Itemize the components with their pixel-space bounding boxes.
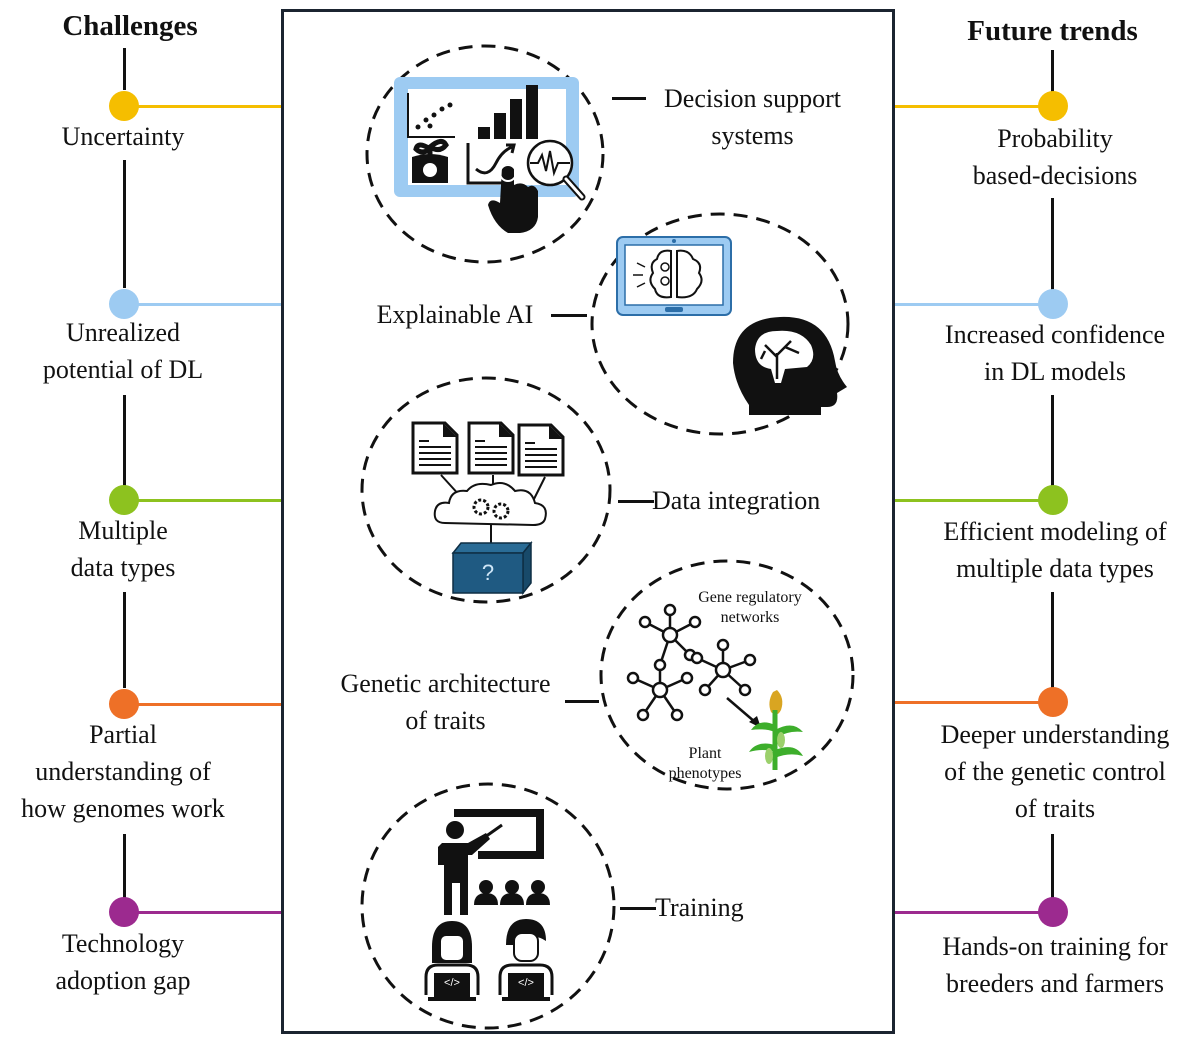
decision-support-label: Decision support systems [664,84,841,150]
right-connector-line [895,499,1053,502]
trend-label: Efficient modeling of multiple data type… [943,517,1167,583]
laptop-code-symbol: </> [444,977,460,989]
decision-support-circle [365,44,605,264]
document-icon [517,423,565,477]
document-icon [467,421,515,475]
solutions-panel [281,9,895,1034]
left-timeline-segment [123,834,126,899]
dashed-circle [590,212,850,436]
genetic-architecture-label: Genetic architecture of traits [340,669,551,735]
dashed-circle [360,782,616,1030]
challenges-heading: Challenges [62,10,198,42]
trend-marker-dot [1038,485,1068,515]
genetic-architecture-connector [565,700,599,703]
explainable-ai-circle [590,212,850,436]
plant-phenotypes-label: Plant phenotypes [668,745,742,782]
trend-label: Hands-on training for breeders and farme… [942,932,1168,998]
right-connector-line [895,911,1053,914]
trend-marker-dot [1038,687,1068,717]
trend-label: Deeper understanding of the genetic cont… [940,720,1170,823]
explainable-ai-brain-icon [616,236,847,415]
data-integration-connector [618,500,654,503]
data-integration-label: Data integration [652,486,821,515]
decision-support-dashboard-icon [394,77,586,233]
challenge-label: Multiple data types [70,516,176,582]
left-timeline-segment [123,592,126,688]
training-label: Training [655,893,744,922]
left-connector-line [124,499,282,502]
trend-marker-dot [1038,289,1068,319]
genetic-architecture-circle [599,559,855,791]
trend-label: Increased confidence in DL models [944,320,1166,386]
trend-label: Probability based-decisions [972,124,1138,190]
trend-marker-dot [1038,897,1068,927]
left-connector-line [124,703,282,706]
right-timeline-segment [1051,198,1054,290]
challenge-label: Unrealized potential of DL [42,318,204,384]
dashed-circle [360,376,612,604]
dashed-circle [599,559,855,791]
right-timeline-segment [1051,592,1054,688]
data-box-question-mark: ? [481,560,495,585]
document-icon [411,421,459,475]
challenge-marker-dot [109,91,139,121]
challenge-marker-dot [109,289,139,319]
challenge-marker-dot [109,485,139,515]
right-connector-line [895,303,1053,306]
left-connector-line [124,105,282,108]
future-trends-heading: Future trends [967,15,1138,47]
gene-regulatory-networks-label: Gene regulatory networks [698,589,802,626]
left-timeline-segment [123,160,126,288]
challenge-label: Uncertainty [61,122,185,151]
dashed-circle [365,44,605,264]
right-connector-line [895,701,1053,704]
tassel [769,690,783,715]
data-integration-circle [360,376,612,604]
challenge-label: Technology adoption gap [55,929,191,995]
decision-support-connector [612,97,646,100]
gene-network-plant-icon [626,603,803,770]
training-connector [620,907,656,910]
explainable-ai-connector [551,314,587,317]
laptop-code-symbol: </> [518,977,534,989]
explainable-ai-label: Explainable AI [376,300,534,329]
right-timeline-segment [1051,50,1054,92]
training-classroom-icon [424,809,554,1001]
challenge-marker-dot [109,897,139,927]
training-circle [360,782,616,1030]
left-connector-line [124,911,282,914]
challenge-label: Partial understanding of how genomes wor… [21,720,225,823]
left-timeline-segment [123,395,126,487]
right-connector-line [895,105,1053,108]
data-integration-cloud-icon [411,421,565,596]
right-timeline-segment [1051,395,1054,487]
challenge-marker-dot [109,689,139,719]
trend-marker-dot [1038,91,1068,121]
left-connector-line [124,303,282,306]
left-timeline-segment [123,48,126,90]
right-timeline-segment [1051,834,1054,899]
